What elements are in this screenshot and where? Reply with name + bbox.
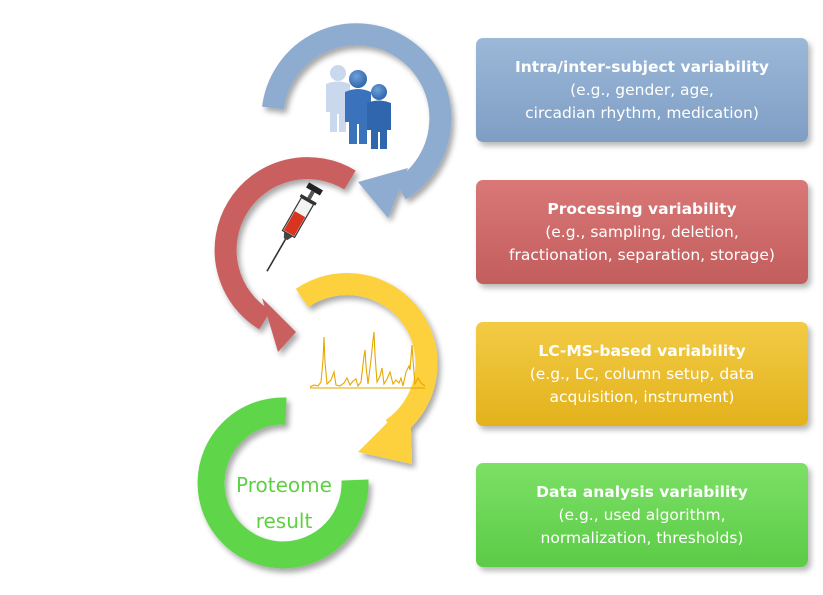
lcms-variability-box: LC-MS-based variability (e.g., LC, colum… <box>476 322 808 426</box>
box-line: acquisition, instrument) <box>549 387 735 406</box>
red-arrowhead <box>262 298 296 352</box>
yellow-arrowhead <box>358 400 412 464</box>
box-line: (e.g., used algorithm, <box>558 505 726 524</box>
box-title: LC-MS-based variability <box>538 341 746 360</box>
red-arc <box>214 157 356 330</box>
box-line: circadian rhythm, medication) <box>525 103 759 122</box>
subject-variability-box: Intra/inter-subject variability (e.g., g… <box>476 38 808 142</box>
box-line: fractionation, separation, storage) <box>509 245 775 264</box>
data-analysis-variability-box: Data analysis variability (e.g., used al… <box>476 463 808 567</box>
result-line-2: result <box>255 509 313 533</box>
box-line: normalization, thresholds) <box>540 528 744 547</box>
blue-arrowhead <box>358 168 408 218</box>
box-title: Processing variability <box>547 199 737 218</box>
people-icon <box>326 65 391 149</box>
proteome-result-label: Proteome result <box>232 467 336 539</box>
blue-arc <box>262 23 452 200</box>
box-line: (e.g., LC, column setup, data <box>529 364 755 383</box>
green-ring <box>197 397 369 569</box>
box-line: (e.g., gender, age, <box>570 80 714 99</box>
spectrum-icon <box>309 331 426 389</box>
result-line-1: Proteome <box>236 473 332 497</box>
processing-variability-box: Processing variability (e.g., sampling, … <box>476 180 808 284</box>
syringe-icon <box>266 182 323 272</box>
box-title: Data analysis variability <box>536 482 748 501</box>
yellow-arc <box>295 273 438 439</box>
box-line: (e.g., sampling, deletion, <box>545 222 739 241</box>
box-title: Intra/inter-subject variability <box>514 57 770 76</box>
